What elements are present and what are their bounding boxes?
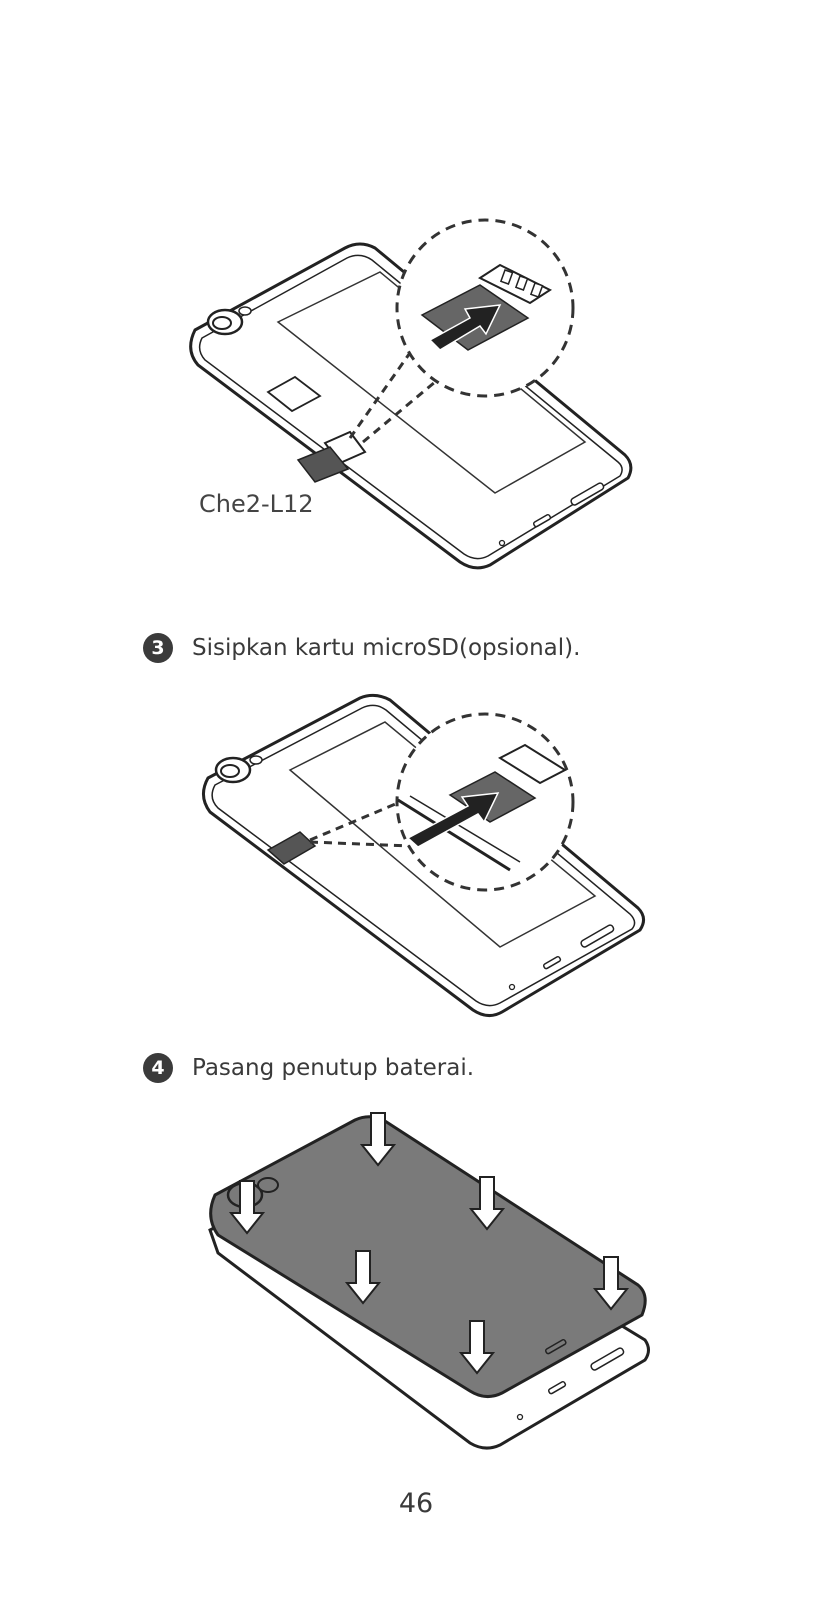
step-number-badge: 3	[143, 633, 173, 663]
microsd-card-illustration	[202, 693, 645, 1017]
battery-area	[288, 721, 597, 948]
step-text: Sisipkan kartu microSD(opsional).	[192, 635, 581, 661]
down-arrow-icon	[468, 1176, 506, 1231]
microsd-slot	[266, 375, 322, 413]
page-number: 46	[398, 1488, 434, 1519]
step-4: 4 Pasang penutup baterai.	[143, 1053, 474, 1083]
down-arrow-icon	[592, 1256, 630, 1311]
step-3: 3 Sisipkan kartu microSD(opsional).	[143, 633, 580, 663]
down-arrow-icon	[228, 1180, 266, 1235]
step-text: Pasang penutup baterai.	[192, 1055, 475, 1081]
insert-arrow	[406, 792, 500, 848]
down-arrow-icon	[359, 1112, 397, 1167]
press-arrows	[228, 1112, 630, 1375]
microsd-card	[266, 831, 317, 865]
step-number-badge: 4	[143, 1053, 173, 1083]
phone-body-outline	[189, 242, 633, 570]
battery-cover-illustration	[208, 1112, 650, 1450]
battery-area	[276, 271, 587, 494]
sim-card-illustration	[189, 218, 633, 570]
down-arrow-icon	[458, 1320, 496, 1375]
sim-card	[296, 446, 350, 483]
model-label: Che2-L12	[199, 490, 314, 518]
insert-arrow	[428, 304, 502, 351]
down-arrow-icon	[344, 1250, 382, 1305]
